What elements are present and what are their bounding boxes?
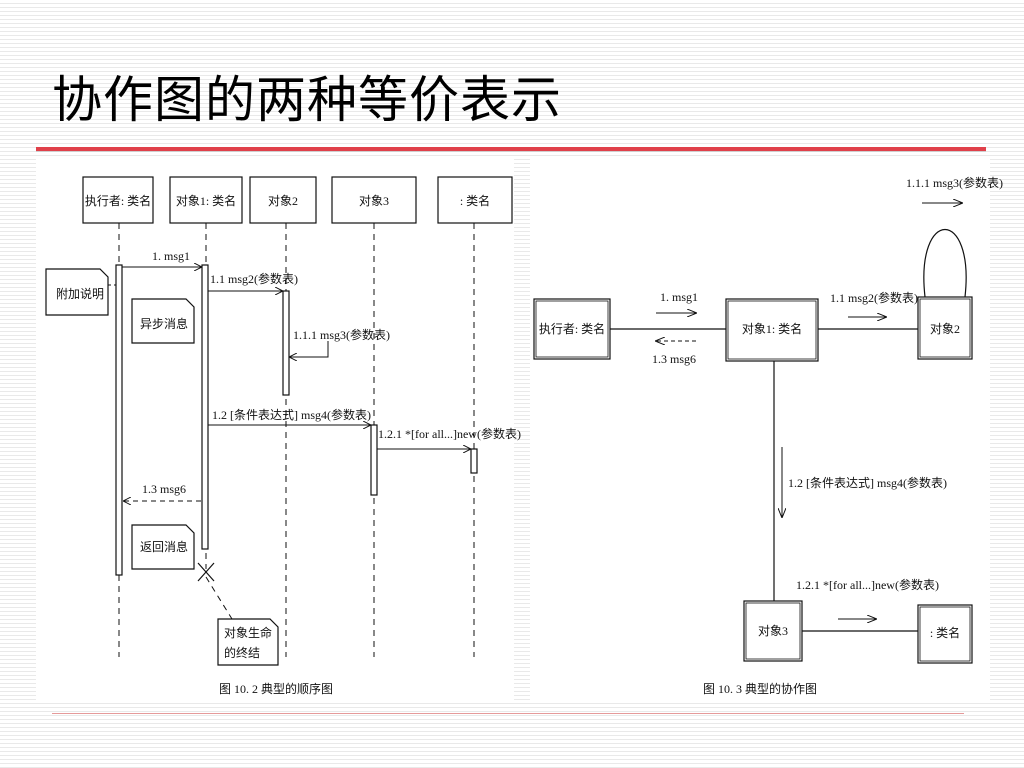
seq-activations xyxy=(115,264,478,576)
svg-text:对象2: 对象2 xyxy=(268,194,298,208)
svg-text:的终结: 的终结 xyxy=(224,645,260,660)
col-msg2: 1.1 msg2(参数表) xyxy=(830,290,918,305)
seq-caption: 图 10. 2 典型的顺序图 xyxy=(219,681,333,696)
sequence-diagram: 执行者: 类名 对象1: 类名 对象2 对象3 : 类名 xyxy=(45,176,521,696)
seq-actor-box: 执行者: 类名 xyxy=(82,176,154,224)
seq-note-async: 异步消息 xyxy=(131,298,195,344)
col-obj4-box: : 类名 xyxy=(917,604,973,664)
seq-msg4: 1.2 [条件表达式] msg4(参数表) xyxy=(212,407,371,422)
svg-text:对象1: 类名: 对象1: 类名 xyxy=(176,193,236,208)
svg-text:返回消息: 返回消息 xyxy=(140,539,188,554)
seq-obj4-box: : 类名 xyxy=(437,176,513,224)
col-links xyxy=(610,228,967,632)
seq-obj1-box: 对象1: 类名 xyxy=(169,176,243,224)
col-msg4: 1.2 [条件表达式] msg4(参数表) xyxy=(788,475,947,490)
svg-text:: 类名: : 类名 xyxy=(930,625,960,640)
collaboration-diagram: 执行者: 类名 对象1: 类名 对象2 对象3 : 类名 1. msg1 1.3… xyxy=(533,175,1003,696)
svg-text:: 类名: : 类名 xyxy=(460,193,490,208)
svg-text:执行者: 类名: 执行者: 类名 xyxy=(539,321,605,336)
col-caption: 图 10. 3 典型的协作图 xyxy=(703,681,817,696)
col-msg3: 1.1.1 msg3(参数表) xyxy=(906,175,1003,190)
seq-msg2: 1.1 msg2(参数表) xyxy=(210,271,298,286)
seq-messages xyxy=(122,267,470,501)
seq-note-end: 对象生命 的终结 xyxy=(217,618,279,666)
svg-text:对象1: 类名: 对象1: 类名 xyxy=(742,321,802,336)
svg-text:对象3: 对象3 xyxy=(359,194,389,208)
title-underline-shadow xyxy=(36,151,986,152)
seq-destroy-cross xyxy=(197,562,215,582)
seq-obj2-box: 对象2 xyxy=(249,176,317,224)
seq-note-extra: 附加说明 xyxy=(45,268,109,316)
svg-text:附加说明: 附加说明 xyxy=(56,286,104,301)
svg-text:对象3: 对象3 xyxy=(758,624,788,638)
svg-text:执行者: 类名: 执行者: 类名 xyxy=(85,193,151,208)
svg-text:异步消息: 异步消息 xyxy=(140,316,188,331)
col-msg5: 1.2.1 *[for all...]new(参数表) xyxy=(796,577,939,592)
collaboration-diagram-panel: 执行者: 类名 对象1: 类名 对象2 对象3 : 类名 1. msg1 1.3… xyxy=(530,157,1003,701)
seq-msg6: 1.3 msg6 xyxy=(142,482,186,496)
col-message-arrows xyxy=(656,203,962,619)
seq-obj3-box: 对象3 xyxy=(331,176,417,224)
col-msg6: 1.3 msg6 xyxy=(652,352,696,366)
col-actor-box: 执行者: 类名 xyxy=(533,298,611,360)
col-obj3-box: 对象3 xyxy=(743,600,803,662)
seq-note-return: 返回消息 xyxy=(131,524,195,570)
slide-title: 协作图的两种等价表示 xyxy=(52,71,562,129)
col-msg1: 1. msg1 xyxy=(660,290,698,304)
col-obj2-box: 对象2 xyxy=(917,296,973,360)
footer-divider xyxy=(52,713,964,714)
seq-msg5: 1.2.1 *[for all...]new(参数表) xyxy=(378,426,521,441)
title-underline xyxy=(36,147,986,151)
seq-msg1: 1. msg1 xyxy=(152,249,190,263)
seq-msg3: 1.1.1 msg3(参数表) xyxy=(293,327,390,342)
col-obj1-box: 对象1: 类名 xyxy=(725,298,819,362)
svg-text:对象生命: 对象生命 xyxy=(224,625,272,640)
svg-text:对象2: 对象2 xyxy=(930,322,960,336)
sequence-diagram-panel: 执行者: 类名 对象1: 类名 对象2 对象3 : 类名 xyxy=(36,157,521,701)
